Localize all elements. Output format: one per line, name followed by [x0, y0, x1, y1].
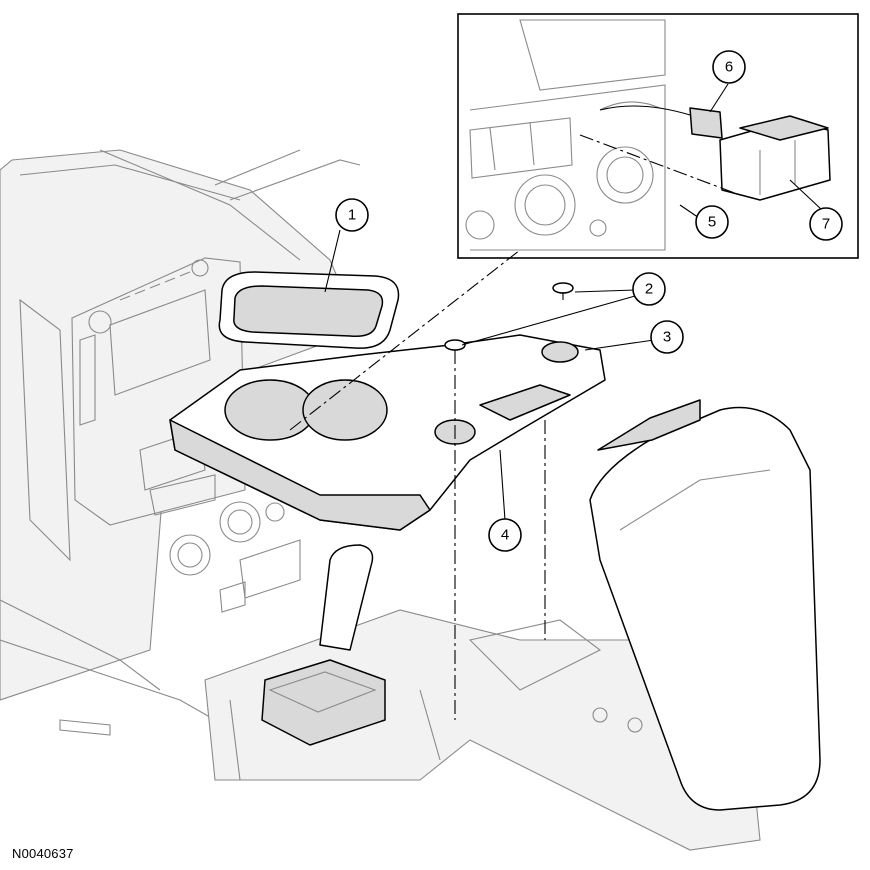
- floor-console: [204, 544, 761, 851]
- climate-controls: [169, 501, 301, 613]
- callout-label: 5: [708, 214, 716, 231]
- callout-4: 4: [488, 518, 522, 552]
- figure-id-label: N0040637: [12, 846, 74, 861]
- callout-label: 4: [501, 527, 509, 544]
- callout-label: 6: [725, 59, 733, 76]
- callout-6: 6: [712, 50, 746, 84]
- callout-label: 3: [663, 329, 671, 346]
- callout-7: 7: [809, 207, 843, 241]
- callout-5: 5: [695, 205, 729, 239]
- callout-2: 2: [632, 272, 666, 306]
- armrest-lid: [589, 399, 821, 811]
- cup-holder-liner-part: [218, 271, 400, 349]
- installation-lines: [289, 249, 564, 720]
- callout-1: 1: [335, 198, 369, 232]
- callout-label: 7: [822, 216, 830, 233]
- leader-lines: [324, 83, 823, 521]
- screws-part: [444, 282, 574, 351]
- callout-3: 3: [650, 320, 684, 354]
- callout-label: 2: [645, 281, 653, 298]
- callout-label: 1: [348, 207, 356, 224]
- detail-inset: [457, 13, 859, 259]
